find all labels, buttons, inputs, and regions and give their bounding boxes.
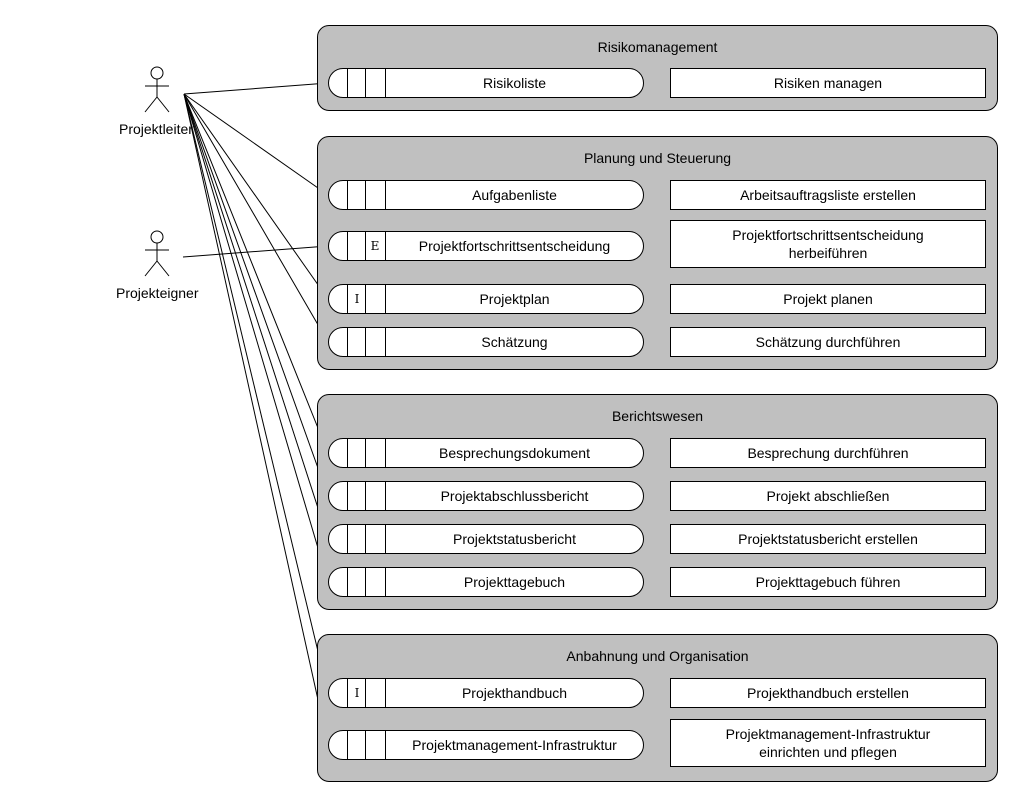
work-product: Projektabschlussbericht xyxy=(328,481,644,511)
work-product: E Projektfortschrittsentscheidung xyxy=(328,231,644,261)
activity: Risiken managen xyxy=(670,68,986,98)
group-title: Berichtswesen xyxy=(611,408,704,424)
actor-product-connector xyxy=(183,93,329,583)
activity: Arbeitsauftragsliste erstellen xyxy=(670,180,986,210)
product-mark: E xyxy=(365,232,384,260)
actor-projekteigner-icon xyxy=(144,230,170,277)
product-cell: I xyxy=(347,679,366,707)
product-cell xyxy=(347,69,366,97)
work-product: I Projekthandbuch xyxy=(328,678,644,708)
work-product-name: Aufgabenliste xyxy=(472,187,557,203)
actor-product-connector xyxy=(183,93,329,300)
work-product-name: Projektmanagement-Infrastruktur xyxy=(412,737,617,753)
product-cell xyxy=(347,525,366,553)
product-divider xyxy=(385,731,386,759)
product-mark xyxy=(365,679,384,707)
activity: Projekthandbuch erstellen xyxy=(670,678,986,708)
product-mark xyxy=(365,482,384,510)
work-product-name: Risikoliste xyxy=(482,75,546,91)
product-mark xyxy=(365,285,384,313)
work-product: Aufgabenliste xyxy=(328,180,644,210)
actor-product-connector xyxy=(183,93,329,746)
product-cell xyxy=(347,482,366,510)
actor-product-connector xyxy=(182,245,329,258)
work-product-name: Projektabschlussbericht xyxy=(440,488,589,504)
actor-projektleiter-label: Projektleiter xyxy=(119,121,193,137)
work-product-name: Besprechungsdokument xyxy=(439,445,590,461)
work-product: Projektstatusbericht xyxy=(328,524,644,554)
actor-product-connector xyxy=(183,93,329,196)
work-product-name: Projektplan xyxy=(479,291,550,307)
product-cell xyxy=(347,328,366,356)
activity: Schätzung durchführen xyxy=(670,327,986,357)
product-mark xyxy=(365,731,384,759)
work-product-name: Projektfortschrittsentscheidung xyxy=(418,238,611,254)
work-product: Schätzung xyxy=(328,327,644,357)
group-title: Risikomanagement xyxy=(597,39,718,55)
product-divider xyxy=(385,439,386,467)
product-cell: I xyxy=(347,285,366,313)
product-cell xyxy=(347,439,366,467)
product-mark xyxy=(365,525,384,553)
activity: Besprechung durchführen xyxy=(670,438,986,468)
actor-product-connector xyxy=(183,93,329,540)
actor-product-connector xyxy=(183,93,329,497)
work-product: Besprechungsdokument xyxy=(328,438,644,468)
product-divider xyxy=(385,679,386,707)
work-product: Risikoliste xyxy=(328,68,644,98)
product-divider xyxy=(385,482,386,510)
activity: Projekt planen xyxy=(670,284,986,314)
work-product: Projekttagebuch xyxy=(328,567,644,597)
work-product-name: Schätzung xyxy=(481,334,548,350)
product-cell xyxy=(347,731,366,759)
product-mark xyxy=(365,439,384,467)
product-divider xyxy=(385,69,386,97)
work-product-name: Projekttagebuch xyxy=(463,574,566,590)
product-cell xyxy=(347,232,366,260)
actor-projektleiter-icon xyxy=(144,66,170,113)
work-product: Projektmanagement-Infrastruktur xyxy=(328,730,644,760)
product-divider xyxy=(385,328,386,356)
product-mark xyxy=(365,328,384,356)
product-mark xyxy=(365,568,384,596)
product-divider xyxy=(385,181,386,209)
activity: Projektstatusbericht erstellen xyxy=(670,524,986,554)
actor-product-connector xyxy=(183,82,329,95)
group-title: Anbahnung und Organisation xyxy=(566,648,749,664)
actor-product-connector xyxy=(183,93,329,694)
product-divider xyxy=(385,525,386,553)
actor-product-connector xyxy=(183,93,329,454)
product-cell xyxy=(347,181,366,209)
actor-product-connector xyxy=(183,93,329,343)
work-product: I Projektplan xyxy=(328,284,644,314)
activity: Projekttagebuch führen xyxy=(670,567,986,597)
actor-projekteigner-label: Projekteigner xyxy=(116,285,199,301)
work-product-name: Projektstatusbericht xyxy=(453,531,576,547)
product-cell xyxy=(347,568,366,596)
product-mark xyxy=(365,69,384,97)
activity: Projekt abschließen xyxy=(670,481,986,511)
product-mark xyxy=(365,181,384,209)
product-divider xyxy=(385,232,386,260)
group-title: Planung und Steuerung xyxy=(583,150,732,166)
product-divider xyxy=(385,568,386,596)
work-product-name: Projekthandbuch xyxy=(461,685,568,701)
product-divider xyxy=(385,285,386,313)
